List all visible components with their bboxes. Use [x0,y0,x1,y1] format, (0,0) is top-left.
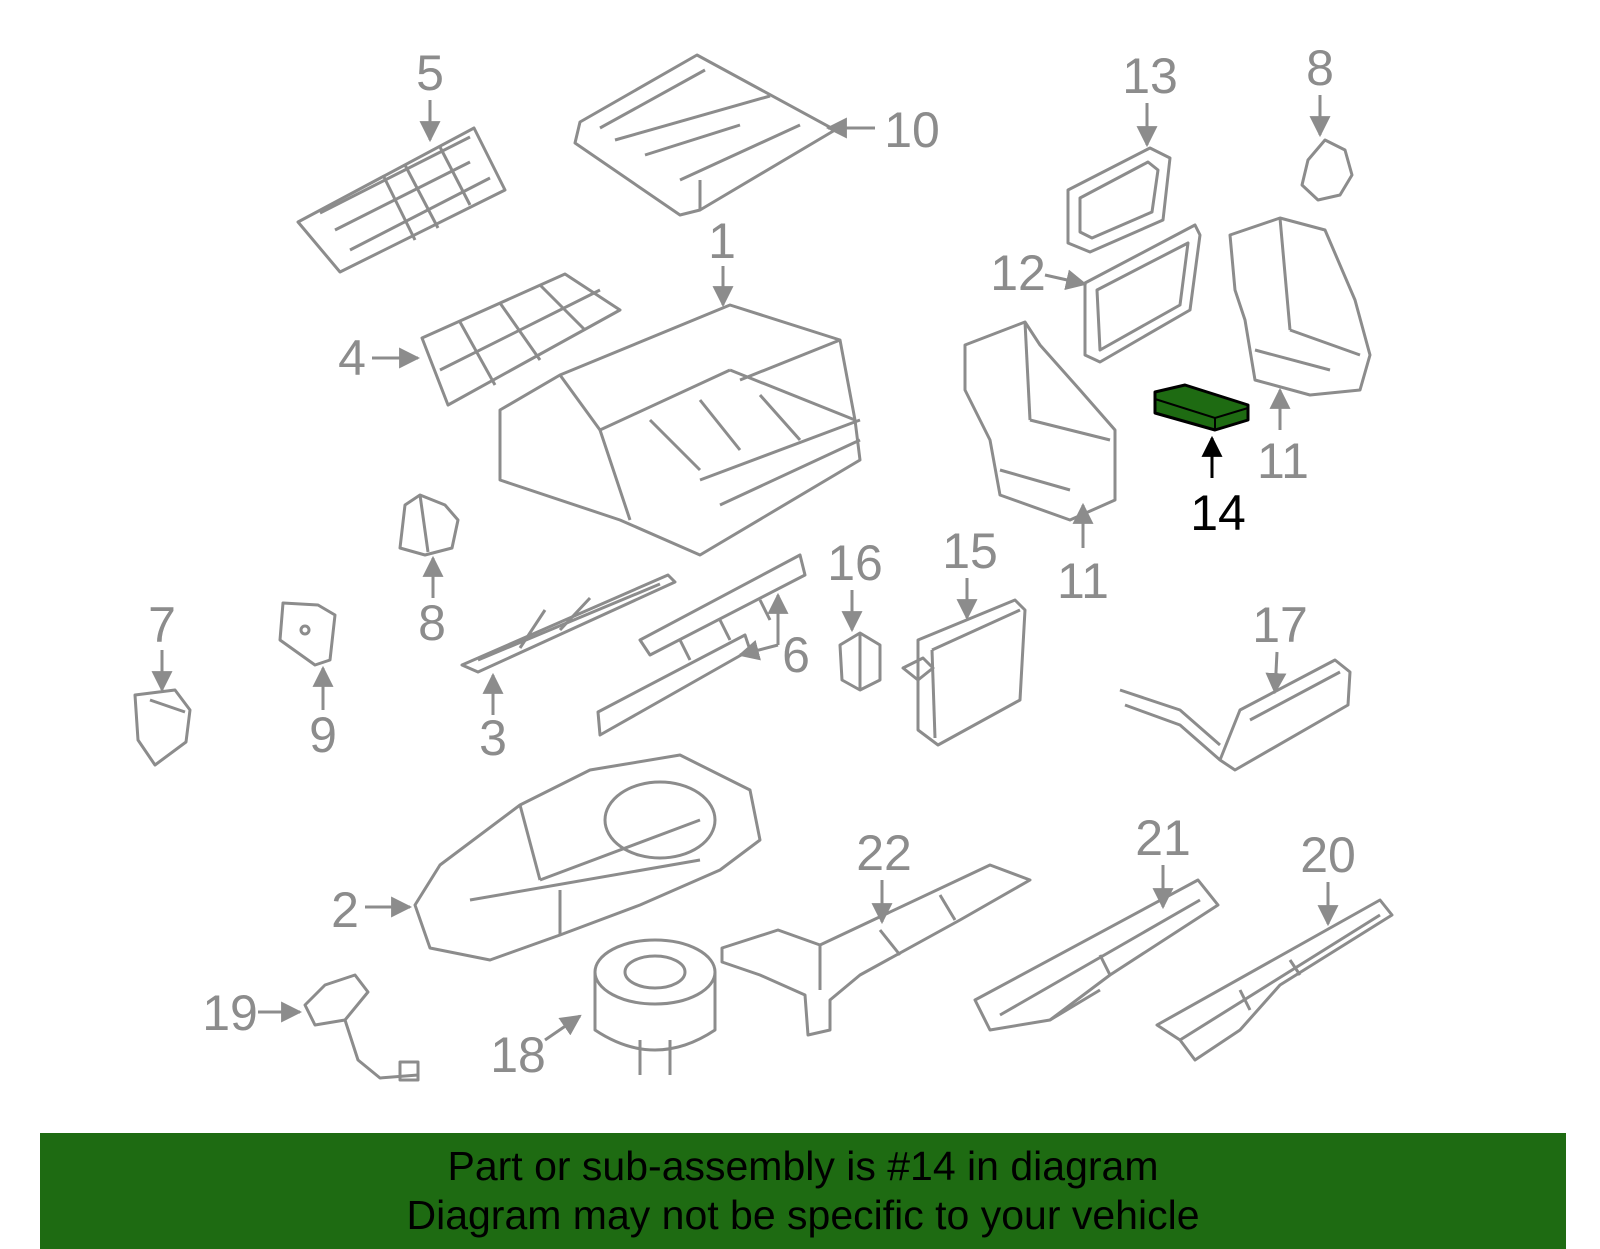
callout-9: 9 [309,707,337,763]
part-5-filter-frame [296,126,507,274]
part-10-upper-duct [573,53,837,217]
part-15-evaporator [901,598,1027,747]
callout-11a: 11 [1057,553,1109,609]
callout-14: 14 [1190,485,1246,541]
part-2-lower-housing [413,753,762,962]
callout-5: 5 [416,45,444,101]
callout-11b: 11 [1257,433,1309,489]
part-9-module [278,601,337,667]
part-11-housing-left [963,320,1117,522]
callout-19: 19 [202,985,258,1041]
callout-17: 17 [1252,597,1308,653]
part-17-heater-pipes [1119,658,1352,772]
callout-8a: 8 [418,595,446,651]
callout-3: 3 [479,710,507,766]
callout-8b: 8 [1306,40,1334,96]
banner-line-part: Part or sub-assembly is #14 in diagram [447,1143,1159,1189]
part-19-resistor-harness [303,973,420,1082]
part-18-blower-motor [593,938,717,1075]
part-3-duct-grille [460,573,677,674]
callout-20: 20 [1300,827,1356,883]
callout-12: 12 [990,245,1046,301]
callout-16: 16 [827,535,883,591]
part-8-actuator-right [1300,138,1354,202]
part-12-heater-core [1083,223,1202,364]
leader-18 [544,1014,582,1042]
info-banner: Part or sub-assembly is #14 in diagram D… [40,1133,1566,1249]
leader-12 [1044,269,1088,291]
part-7-actuator [133,688,192,767]
part-22-floor-duct [720,863,1032,1037]
callout-21: 21 [1135,810,1191,866]
callout-22: 22 [856,825,912,881]
banner-line-disclaimer: Diagram may not be specific to your vehi… [406,1192,1200,1238]
leader-6b [737,640,779,661]
callout-4: 4 [338,330,366,386]
part-1-heater-housing [498,303,862,557]
part-13-seal-frame [1066,146,1172,254]
callout-10: 10 [884,102,940,158]
callout-18: 18 [490,1027,546,1083]
part-14-filter-highlighted[interactable] [1153,383,1250,432]
leader-17 [1265,651,1287,695]
callout-6: 6 [782,627,810,683]
callout-2: 2 [331,882,359,938]
part-16-valve [838,631,882,692]
callout-7: 7 [148,597,176,653]
part-8-actuator-left [398,493,460,557]
callout-15: 15 [942,523,998,579]
callout-1: 1 [708,213,736,269]
part-21-floor-duct [973,878,1220,1032]
part-20-floor-duct [1155,898,1394,1062]
callout-13: 13 [1122,48,1178,104]
part-11-housing-right [1228,216,1372,397]
part-4-filter [420,272,622,407]
